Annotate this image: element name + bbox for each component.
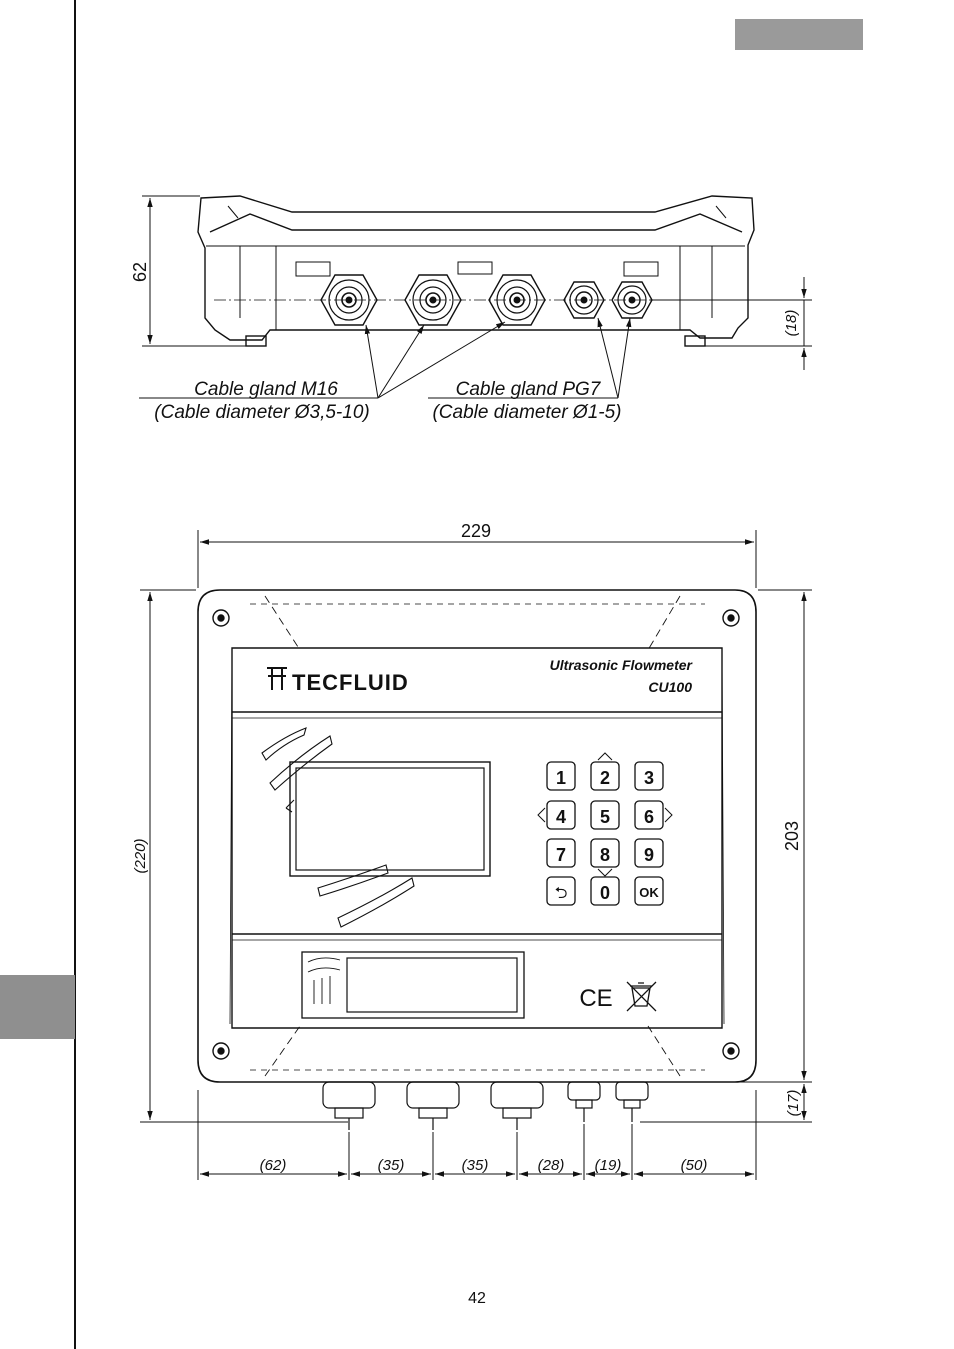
lcd-display [289,761,491,877]
svg-text:5: 5 [600,807,610,827]
key-5[interactable]: 5 [590,800,620,830]
label-cable-diameter-m16: (Cable diameter Ø3,5-10) [154,402,369,423]
side-view [197,195,755,347]
front-screws [212,609,740,1060]
key-9[interactable]: 9 [634,838,664,868]
side-view-glands-m16 [320,274,546,326]
front-width-dim: 229 [461,521,491,541]
svg-text:4: 4 [556,807,566,827]
svg-text:7: 7 [556,845,566,865]
key-3[interactable]: 3 [634,761,664,791]
front-overall-height-dim: (220) [132,838,149,873]
key-6[interactable]: 6 [634,800,664,830]
product-line-1: Ultrasonic Flowmeter [550,657,694,673]
svg-text:3: 3 [644,768,654,788]
label-cable-gland-m16: Cable gland M16 [194,379,338,400]
nameplate [301,951,525,1019]
front-body-height-dim: 203 [782,821,802,851]
page-number: 42 [468,1290,486,1307]
gland-leader-lines [139,317,632,399]
key-back[interactable]: ⮌ [546,876,576,906]
bottom-dim-3: (35) [462,1157,489,1174]
label-cable-gland-pg7: Cable gland PG7 [456,379,602,400]
bottom-dim-5: (19) [595,1157,622,1174]
arrow-right-icon [664,807,673,823]
product-line-2: CU100 [648,679,692,695]
key-ok[interactable]: OK [634,876,664,906]
bottom-dim-6: (50) [681,1157,708,1174]
bottom-dim-1: (62) [260,1157,287,1174]
svg-text:9: 9 [644,845,654,865]
svg-text:1: 1 [556,768,566,788]
key-0[interactable]: 0 [590,876,620,906]
key-4[interactable]: 4 [546,800,576,830]
front-gland-protrusion-dim: (17) [785,1090,802,1117]
weee-bin-icon [626,981,657,1012]
front-view-glands [322,1081,649,1130]
page-margin-rule [74,0,76,1349]
svg-text:⮌: ⮌ [555,885,568,902]
chapter-tab-top [735,19,863,50]
svg-text:8: 8 [600,845,610,865]
svg-text:OK: OK [639,885,659,900]
decorative-swoosh-lines [261,727,415,928]
key-8[interactable]: 8 [590,838,620,868]
side-gland-offset-dim: (18) [783,310,800,337]
front-view-dimensions [140,530,812,1180]
label-cable-diameter-pg7: (Cable diameter Ø1-5) [432,402,621,423]
tecfluid-logo-icon [267,667,287,690]
arrow-up-icon [597,752,613,761]
key-2[interactable]: 2 [590,761,620,791]
chapter-tab-side [0,975,75,1039]
key-7[interactable]: 7 [546,838,576,868]
svg-text:0: 0 [600,883,610,903]
bottom-dim-4: (28) [538,1157,565,1174]
bottom-dim-2: (35) [378,1157,405,1174]
arrow-left-icon [537,807,546,823]
key-1[interactable]: 1 [546,761,576,791]
arrow-down-icon [597,868,613,877]
svg-text:2: 2 [600,768,610,788]
brand-name: TECFLUID [292,670,409,695]
ce-mark: CE [579,985,612,1012]
side-height-dim: 62 [130,262,150,282]
keypad: 1 2 3 4 5 6 7 8 9 ⮌ 0 OK [537,752,673,906]
svg-text:6: 6 [644,807,654,827]
side-view-dimensions [142,195,812,370]
